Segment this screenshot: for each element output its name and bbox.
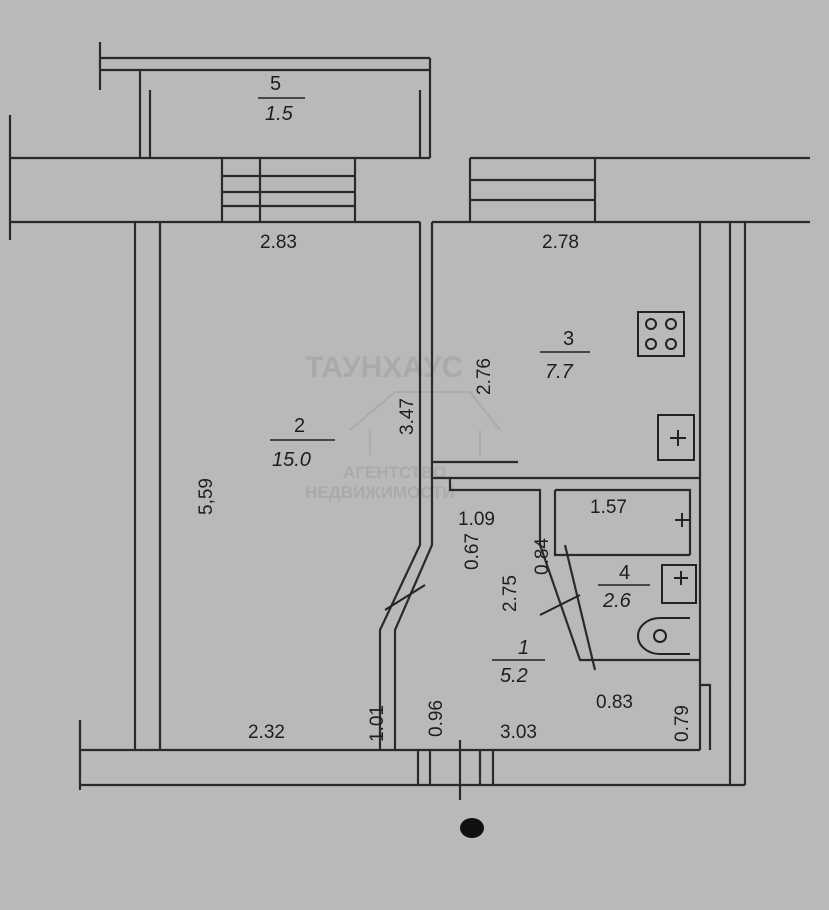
entrance-marker (460, 818, 484, 838)
room-2: 2 15.0 (270, 415, 335, 471)
dim-2-83: 2.83 (260, 232, 297, 253)
watermark-line1: АГЕНТСТВО (343, 463, 446, 482)
room-area: 7.7 (545, 361, 574, 383)
dim-0-83: 0.83 (596, 692, 633, 713)
watermark-name: ТАУНХАУС (305, 351, 463, 384)
bath-icon (675, 513, 689, 527)
dim-2-76: 2.76 (474, 358, 495, 395)
house-icon (349, 391, 501, 455)
room-3: 3 7.7 (540, 328, 590, 383)
toilet-icon (637, 617, 690, 655)
dim-0-96: 0.96 (426, 700, 447, 737)
dimensions: 2.83 2.78 2.76 3.47 5,59 1.09 1.57 0.67 … (196, 232, 693, 743)
room-number: 1 (518, 637, 529, 659)
dim-2-78: 2.78 (542, 232, 579, 253)
dim-0-67: 0.67 (462, 533, 483, 570)
dim-0-79: 0.79 (672, 705, 693, 742)
room-5: 5 1.5 (258, 73, 305, 125)
stove-icon (637, 311, 685, 357)
dim-3-47: 3.47 (397, 398, 418, 435)
room-area: 5.2 (500, 665, 528, 687)
walls (8, 42, 810, 800)
room-number: 3 (563, 328, 574, 350)
dim-1-01: 1.01 (367, 705, 388, 742)
room-area: 1.5 (265, 103, 294, 125)
dim-2-32: 2.32 (248, 722, 285, 743)
door-marks (384, 584, 581, 616)
room-1: 1 5.2 (492, 637, 545, 687)
dim-0-84: 0.84 (532, 538, 553, 575)
washbasin-icon (661, 564, 697, 604)
room-number: 2 (294, 415, 305, 437)
watermark-line2: НЕДВИЖИМОСТИ (305, 483, 455, 502)
room-4: 4 2.6 (598, 562, 650, 612)
room-area: 15.0 (272, 449, 311, 471)
room-number: 4 (619, 562, 630, 584)
dim-5-59: 5,59 (196, 478, 217, 515)
dim-1-09: 1.09 (458, 509, 495, 530)
dim-1-57: 1.57 (590, 497, 627, 518)
dim-2-75: 2.75 (500, 575, 521, 612)
room-area: 2.6 (602, 590, 632, 612)
room-number: 5 (270, 73, 281, 95)
sink-icon (657, 414, 695, 461)
dim-3-03: 3.03 (500, 722, 537, 743)
